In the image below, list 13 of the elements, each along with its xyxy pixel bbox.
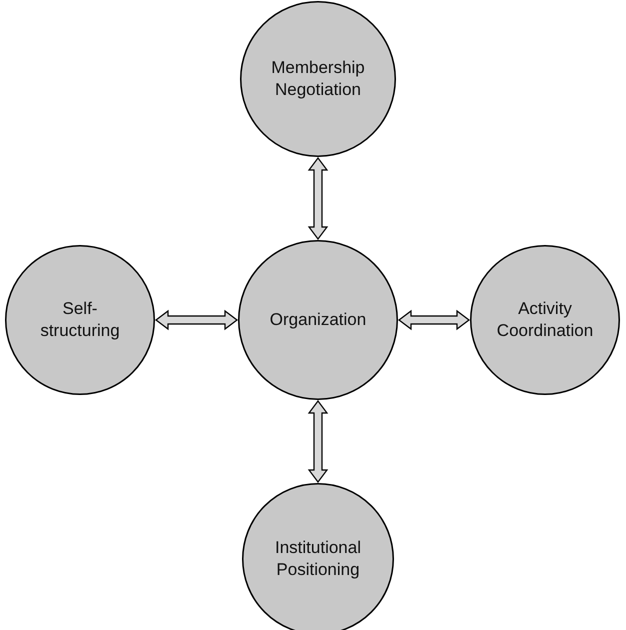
double-arrow [155, 310, 238, 330]
circle-node [240, 1, 396, 157]
node-label: Organization [270, 309, 366, 331]
circle-node [238, 240, 398, 400]
node-label: Activity Coordination [496, 298, 594, 342]
double-arrow [308, 157, 328, 240]
double-arrow [398, 310, 470, 330]
node-label: Institutional Positioning [274, 537, 362, 581]
node-label: Self- structuring [39, 298, 121, 342]
circle-node [470, 245, 620, 395]
double-arrow [308, 400, 328, 483]
node-label: Membership Negotiation [270, 57, 366, 101]
circle-node [5, 245, 155, 395]
